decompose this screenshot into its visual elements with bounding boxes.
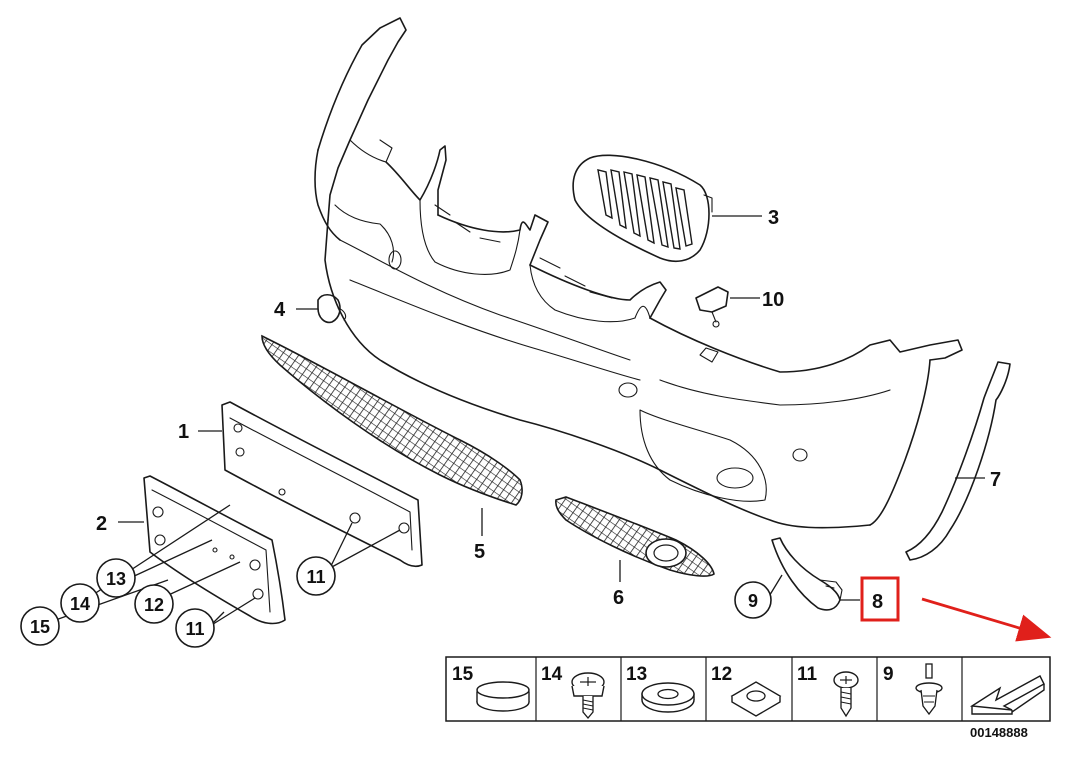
callout-11-left: 11 [175, 608, 215, 648]
callout-5: 5 [474, 541, 485, 563]
callout-11-right: 11 [296, 556, 336, 596]
fog-light-grille [555, 496, 715, 577]
callout-11-left-label: 11 [185, 619, 204, 639]
callout-11-right-label: 11 [306, 567, 325, 587]
highlight-callout-8: 8 [860, 576, 900, 622]
leader-lines [49, 215, 985, 627]
tapping-screw-icon [833, 671, 859, 718]
side-bracket [771, 537, 843, 611]
callout-12: 12 [134, 584, 174, 624]
legend-label-11: 11 [797, 664, 818, 685]
bumper-cover [314, 17, 963, 529]
legend-label-14: 14 [541, 664, 563, 685]
callout-10: 10 [762, 289, 784, 311]
screw-icon [571, 672, 605, 720]
callout-8: 8 [872, 591, 883, 613]
callout-12-label: 12 [144, 595, 164, 615]
callout-14: 14 [60, 583, 100, 623]
plug-icon [476, 681, 530, 712]
red-pointer-arrow [921, 597, 1052, 642]
callout-15-label: 15 [30, 617, 50, 637]
side-trim-strip [905, 361, 1011, 561]
direction-arrow-icon [969, 675, 1045, 715]
tow-hook-cover [695, 286, 729, 328]
fastener-legend: 15 14 13 12 11 9 [445, 656, 1051, 722]
lower-mesh-grille [261, 334, 523, 506]
callout-9-label: 9 [748, 591, 758, 611]
legend-label-12: 12 [711, 664, 732, 685]
square-nut-icon [730, 681, 782, 717]
licence-plate-base [221, 401, 423, 568]
licence-plate-bracket [143, 475, 286, 625]
clip-part-4 [317, 293, 347, 324]
washer-icon [641, 682, 695, 713]
callout-2: 2 [96, 513, 107, 535]
legend-label-15: 15 [452, 664, 474, 685]
legend-label-13: 13 [626, 664, 647, 685]
expanding-rivet-icon [915, 663, 943, 716]
callout-9: 9 [734, 581, 772, 619]
callout-15: 15 [20, 606, 60, 646]
callout-1: 1 [178, 421, 189, 443]
callout-13-label: 13 [106, 569, 126, 589]
callout-7: 7 [990, 469, 1001, 491]
callout-4: 4 [274, 299, 286, 321]
callout-13: 13 [96, 558, 136, 598]
legend-label-9: 9 [883, 664, 894, 685]
callout-6: 6 [613, 587, 624, 609]
kidney-grille [572, 154, 713, 263]
callout-14-label: 14 [70, 594, 90, 614]
catalog-number: 00148888 [970, 725, 1028, 740]
callout-3: 3 [768, 207, 779, 229]
